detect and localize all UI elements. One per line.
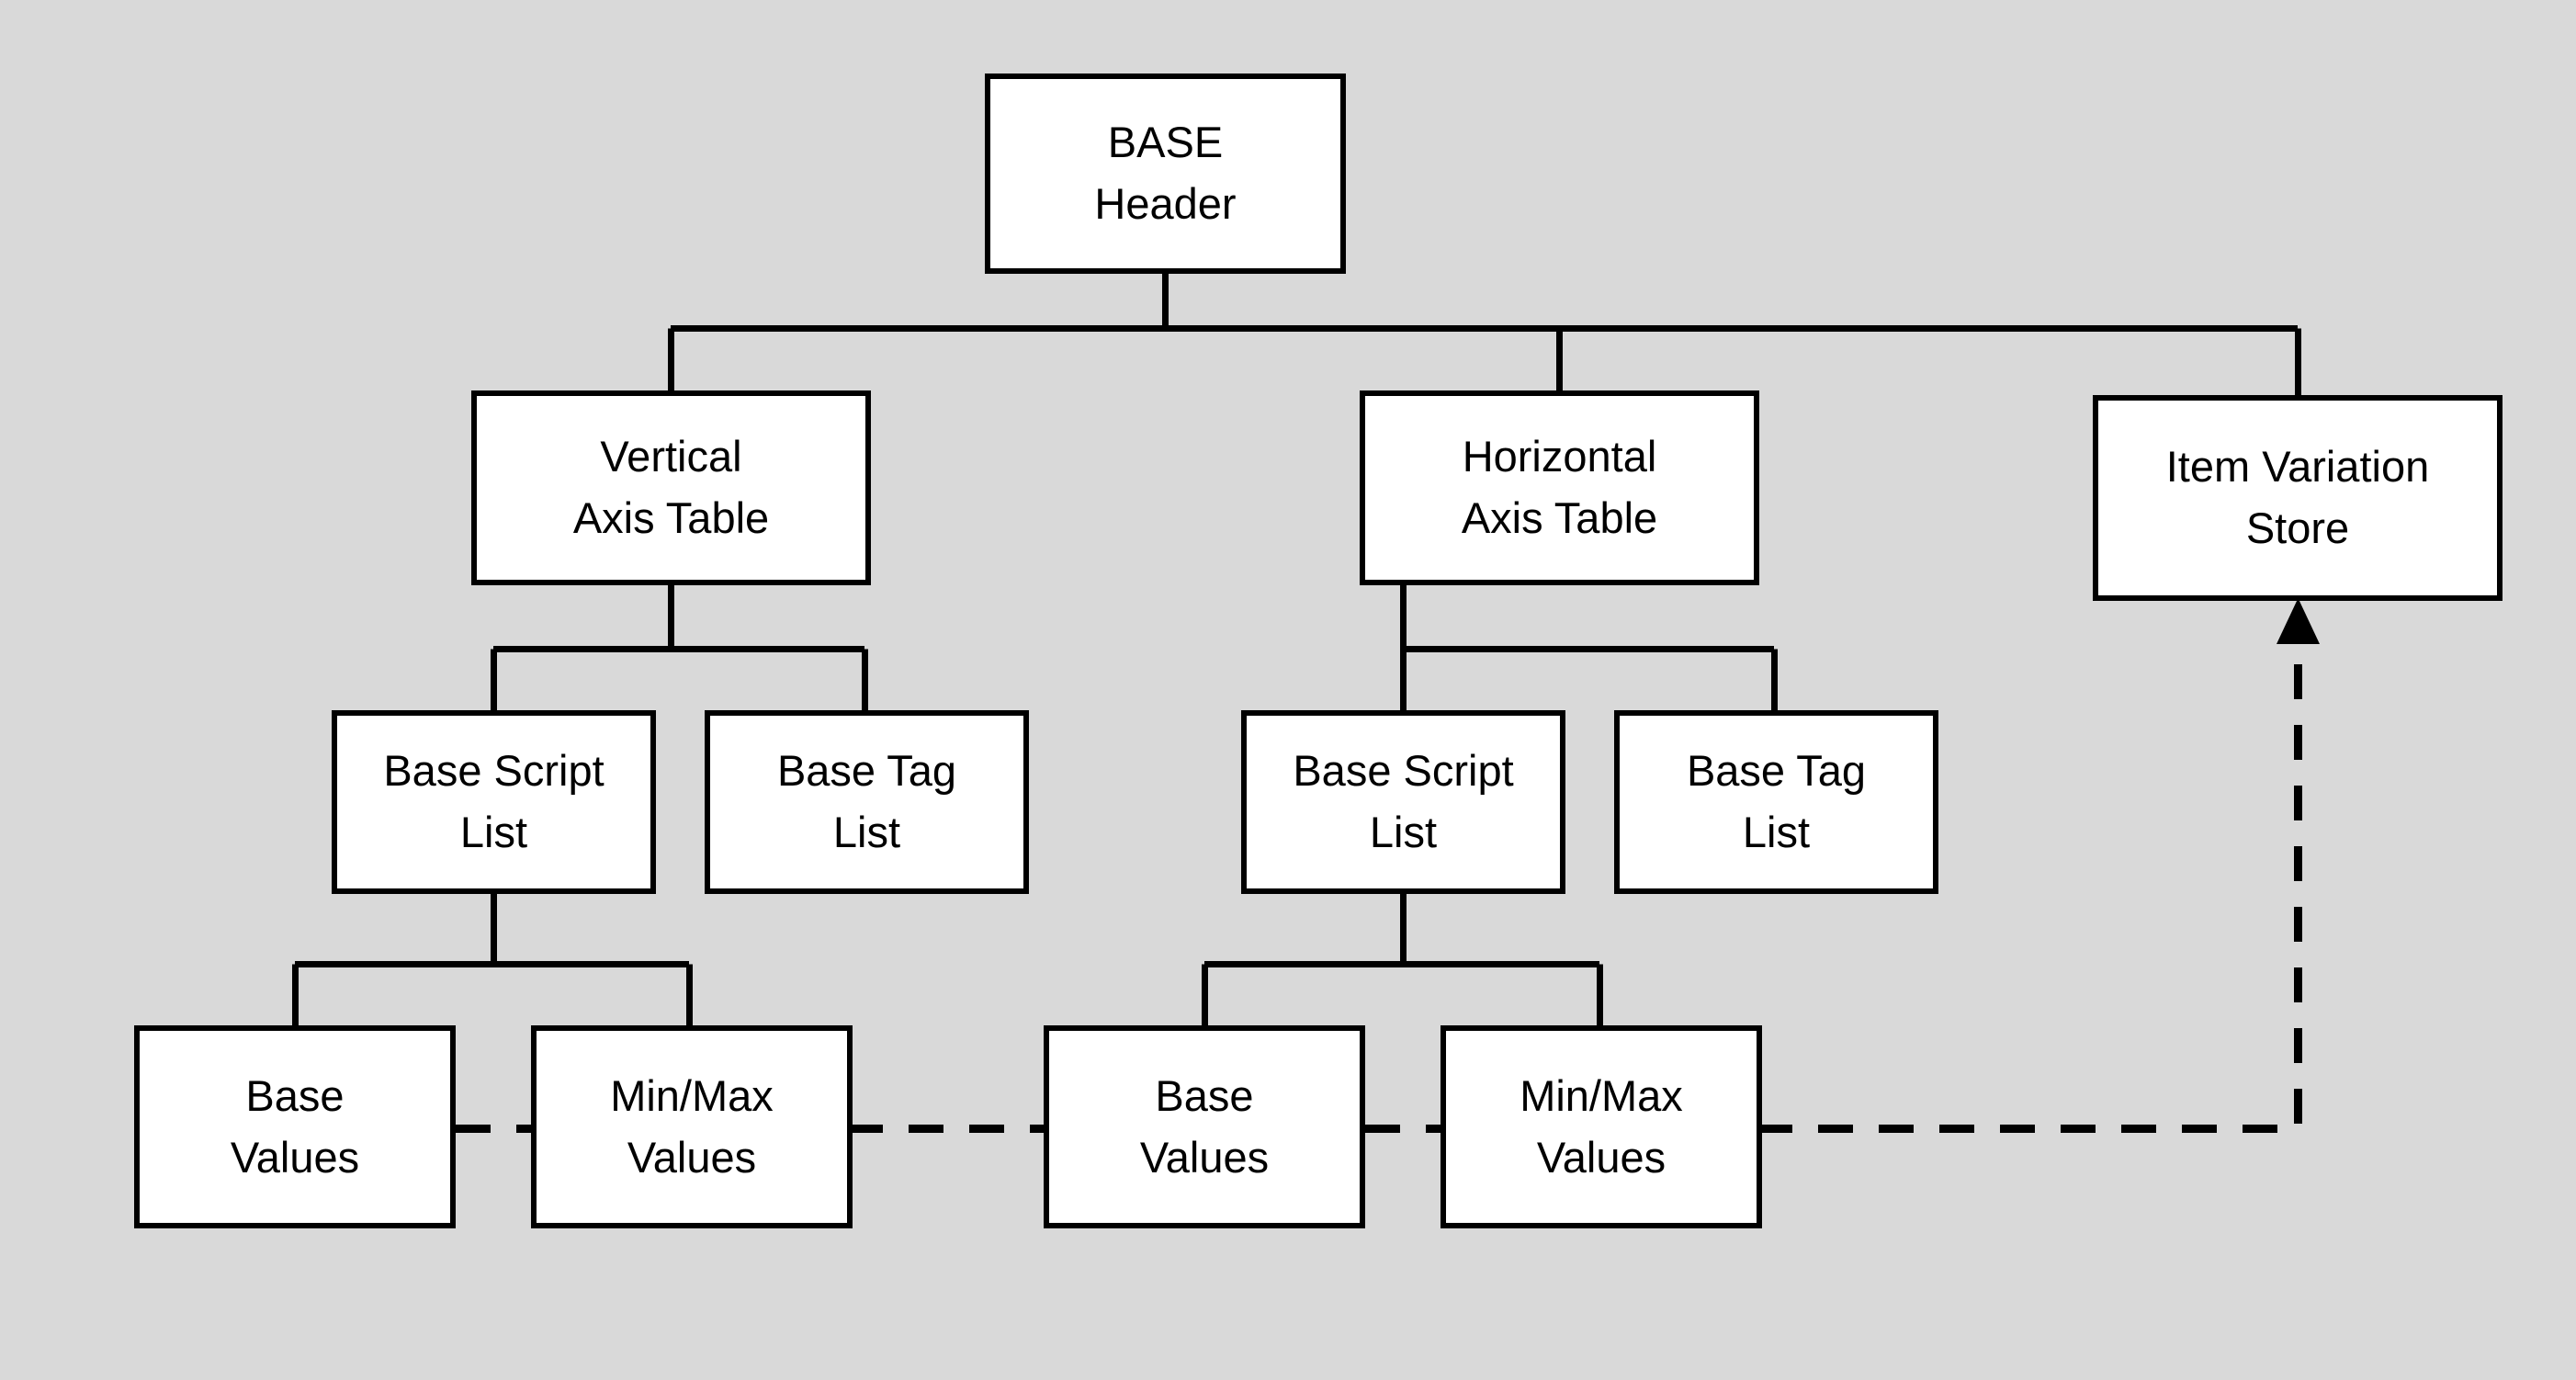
- node-horizontal-axis-table-line2: Axis Table: [1461, 493, 1658, 542]
- node-vertical-base-values[interactable]: Base Values: [134, 1025, 456, 1228]
- node-horizontal-base-values[interactable]: Base Values: [1044, 1025, 1365, 1228]
- node-item-variation-store[interactable]: Item Variation Store: [2093, 395, 2503, 601]
- node-vertical-base-values-line2: Values: [230, 1132, 360, 1182]
- node-horizontal-min-max-values-line2: Values: [1536, 1132, 1666, 1182]
- node-horizontal-base-script-list[interactable]: Base Script List: [1241, 710, 1565, 894]
- node-vertical-base-script-list-line1: Base Script: [383, 746, 604, 796]
- arrow-head-item-variation-store: [2277, 598, 2320, 644]
- node-horizontal-base-tag-list-line2: List: [1742, 808, 1811, 856]
- node-item-variation-store-line2: Store: [2245, 503, 2350, 552]
- node-horizontal-base-tag-list[interactable]: Base Tag List: [1614, 710, 1938, 894]
- node-vertical-axis-table-line1: Vertical: [600, 432, 742, 481]
- node-vertical-base-tag-list-line2: List: [832, 808, 901, 856]
- node-vertical-base-tag-list-line1: Base Tag: [776, 746, 957, 796]
- node-vertical-min-max-values-line2: Values: [627, 1132, 757, 1182]
- node-horizontal-base-values-line2: Values: [1139, 1132, 1270, 1182]
- node-vertical-base-tag-list[interactable]: Base Tag List: [705, 710, 1029, 894]
- node-horizontal-base-tag-list-line1: Base Tag: [1686, 746, 1867, 796]
- node-vertical-min-max-values[interactable]: Min/Max Values: [531, 1025, 853, 1228]
- node-vertical-axis-table-line2: Axis Table: [572, 493, 770, 542]
- node-horizontal-min-max-values[interactable]: Min/Max Values: [1441, 1025, 1762, 1228]
- node-vertical-base-script-list[interactable]: Base Script List: [332, 710, 656, 894]
- node-horizontal-axis-table-line1: Horizontal: [1462, 432, 1657, 481]
- node-vertical-min-max-values-line1: Min/Max: [610, 1070, 774, 1120]
- node-horizontal-base-script-list-line2: List: [1369, 808, 1438, 856]
- node-base-header-line2: Header: [1094, 179, 1237, 228]
- node-vertical-axis-table[interactable]: Vertical Axis Table: [471, 390, 871, 585]
- node-item-variation-store-line1: Item Variation: [2165, 442, 2430, 492]
- node-horizontal-min-max-values-line1: Min/Max: [1520, 1070, 1683, 1120]
- node-base-header[interactable]: BASE Header: [985, 74, 1346, 274]
- node-horizontal-base-values-line1: Base: [1155, 1070, 1254, 1120]
- node-vertical-base-values-line1: Base: [245, 1070, 345, 1120]
- node-horizontal-base-script-list-line1: Base Script: [1293, 746, 1514, 796]
- node-vertical-base-script-list-line2: List: [459, 808, 528, 856]
- node-horizontal-axis-table[interactable]: Horizontal Axis Table: [1360, 390, 1759, 585]
- node-base-header-line1: BASE: [1107, 118, 1224, 167]
